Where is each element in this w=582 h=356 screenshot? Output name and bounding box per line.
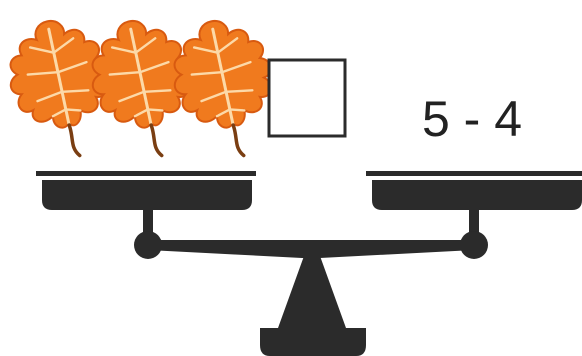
left-pan — [42, 180, 252, 210]
balance-scale — [36, 171, 582, 356]
balance-base — [260, 328, 366, 356]
answer-box[interactable] — [269, 60, 345, 136]
right-pan-expression: 5 - 4 — [422, 91, 522, 147]
right-pan-rim — [366, 171, 582, 176]
balance-stand — [278, 256, 346, 328]
balance-beam — [148, 240, 474, 258]
left-pan-rim — [36, 171, 256, 176]
leaf-group — [0, 11, 288, 166]
right-pan — [372, 180, 582, 210]
